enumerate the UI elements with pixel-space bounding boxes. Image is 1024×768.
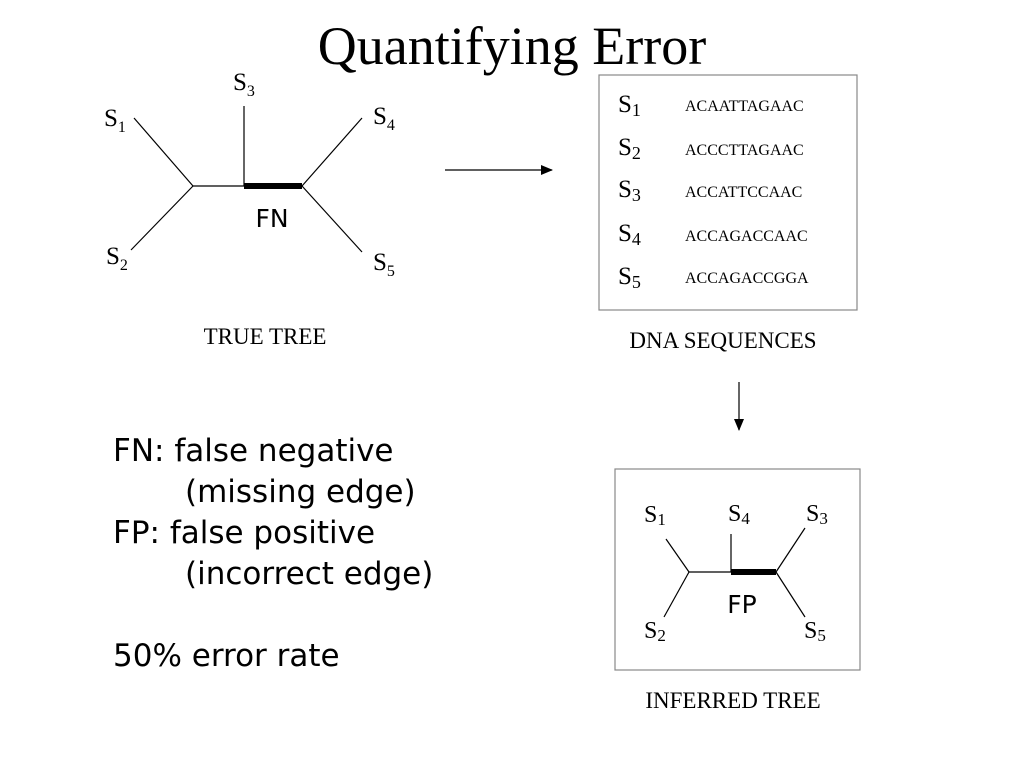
true-tree-branch-s4: [301, 117, 363, 187]
inferred-tree-caption: INFERRED TREE: [645, 688, 820, 713]
true-tree: S1 S2 S3 S4 S5 FN TRUE TREE: [104, 69, 395, 349]
inferred-tree-leaf-label-s1: S1: [644, 502, 666, 529]
true-tree-branch-s2: [130, 185, 194, 251]
legend-fn-definition: FN: false negative: [113, 433, 394, 469]
inferred-tree-leaf-label-s3: S3: [806, 501, 828, 528]
inferred-tree-branch-s1: [665, 538, 690, 573]
sequence-box-frame: [598, 74, 858, 311]
sequence-row-value-s3: ACCATTCCAAC: [685, 184, 802, 201]
sequence-row-label-s1: S1: [618, 91, 641, 120]
sequence-row-value-s5: ACCAGACCGGA: [685, 270, 809, 287]
true-tree-leaf-label-s4: S4: [373, 103, 395, 134]
sequence-row-label-s4: S4: [618, 220, 641, 249]
sequence-box: S1 ACAATTAGAAC S2 ACCCTTAGAAC S3 ACCATTC…: [598, 74, 858, 353]
legend-fp-definition: FP: false positive: [113, 515, 376, 551]
true-tree-leaf-label-s5: S5: [373, 249, 395, 280]
inferred-tree-leaf-label-s4: S4: [728, 501, 750, 528]
inferred-tree-branch-s3: [775, 527, 806, 573]
true-tree-caption: TRUE TREE: [204, 324, 327, 349]
inferred-tree-branch-s5: [775, 571, 806, 618]
legend-error-rate: 50% error rate: [113, 638, 340, 674]
true-tree-fn-label: FN: [255, 204, 288, 233]
slide-title: Quantifying Error: [317, 16, 707, 76]
sequence-row-value-s2: ACCCTTAGAAC: [685, 142, 804, 159]
inferred-tree-fp-label: FP: [727, 590, 756, 619]
sequence-row-label-s3: S3: [618, 176, 641, 205]
legend-spacer: [113, 595, 433, 636]
sequence-row-value-s1: ACAATTAGAAC: [685, 98, 804, 115]
legend-fp-description: (incorrect edge): [185, 556, 434, 592]
true-tree-branch-s5: [301, 185, 363, 253]
inferred-tree-frame: [614, 468, 861, 671]
true-tree-branch-s1: [133, 117, 194, 187]
inferred-tree-leaf-label-s2: S2: [644, 618, 666, 645]
inferred-tree-branch-s2: [663, 571, 690, 618]
inferred-tree-leaf-label-s5: S5: [804, 618, 826, 645]
legend-fn-description: (missing edge): [185, 474, 416, 510]
sequence-box-caption: DNA SEQUENCES: [629, 328, 816, 353]
sequence-row-label-s5: S5: [618, 263, 641, 292]
true-tree-leaf-label-s2: S2: [106, 243, 128, 274]
sequence-row-value-s4: ACCAGACCAAC: [685, 228, 808, 245]
inferred-tree: S1 S4 S3 S2 S5 FP INFERRED TREE: [614, 468, 861, 713]
true-tree-leaf-label-s1: S1: [104, 105, 126, 136]
true-tree-leaf-label-s3: S3: [233, 69, 255, 100]
error-legend: FN: false negative (missing edge) FP: fa…: [113, 431, 433, 677]
sequence-row-label-s2: S2: [618, 134, 641, 163]
